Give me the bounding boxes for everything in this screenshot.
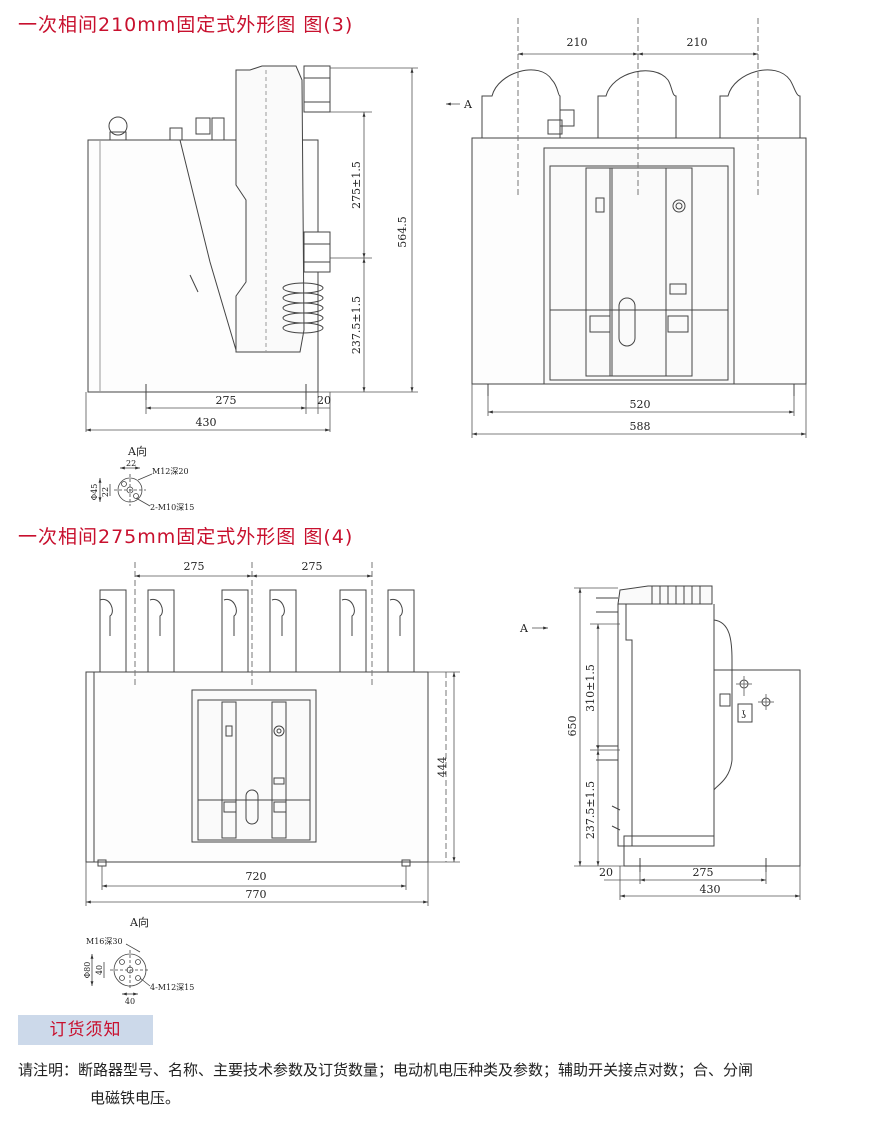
order-notice-line2: 电磁铁电压。 (90, 1089, 181, 1107)
fig3-dim-237: 237.5±1.5 (350, 296, 363, 354)
fig3-top-210-b: 210 (687, 36, 708, 49)
fig4-top-275-b: 275 (302, 560, 323, 573)
section3-title: 一次相间210mm固定式外形图 图(3) (18, 14, 354, 36)
fig4-dim-720: 720 (246, 870, 267, 883)
fig3-dim-base275: 275 (216, 394, 237, 407)
fig4-a-detail (90, 943, 151, 996)
fig4-a-40side: 40 (95, 965, 104, 975)
fig4-top-275-a: 275 (184, 560, 205, 573)
fig4-dim-237: 237.5±1.5 (584, 781, 597, 839)
fig4-dim-650: 650 (566, 716, 579, 737)
fig4-a-note2: 4-M12深15 (150, 983, 194, 992)
fig3-side-view (87, 65, 331, 400)
fig4-side-dimensions (532, 587, 801, 900)
fig4-a-40bottom: 40 (125, 997, 135, 1006)
order-notice-line1: 请注明：断路器型号、名称、主要技术参数及订货数量；电动机电压种类及参数；辅助开关… (18, 1061, 754, 1079)
fig4-dim-444: 444 (436, 757, 449, 778)
fig4-side-view (596, 585, 801, 872)
fig3-a-22side: 22 (101, 487, 110, 497)
fig3-a-dia: Φ45 (90, 484, 99, 501)
fig3-dim-564: 564.5 (396, 216, 409, 248)
fig3-front-dimensions (446, 52, 807, 438)
fig3-dim-520: 520 (630, 398, 651, 411)
fig3-top-210-a: 210 (567, 36, 588, 49)
fig3-a-note2: 2-M10深15 (150, 503, 194, 512)
section4-title: 一次相间275mm固定式外形图 图(4) (18, 526, 354, 548)
fig4-dim-430: 430 (700, 883, 721, 896)
fig3-dim-base20: 20 (317, 394, 331, 407)
fig3-dim-275: 275±1.5 (350, 161, 363, 209)
fig4-a-note1: M16深30 (86, 937, 123, 946)
fig4-dim-310: 310±1.5 (584, 664, 597, 712)
order-notice-heading: 订货须知 (18, 1015, 153, 1045)
fig4-dim-base20: 20 (599, 866, 613, 879)
fig3-a-title: A向 (127, 444, 147, 458)
fig3-side-dimensions (85, 67, 418, 432)
fig4-hook-icon: ʖ (741, 710, 746, 721)
fig3-front-view (471, 18, 807, 396)
fig3-a-22top: 22 (126, 459, 136, 468)
fig3-arrow-a: A (463, 98, 473, 111)
fig4-front-view (85, 562, 447, 867)
fig3-a-note1: M12深20 (152, 467, 189, 476)
fig3-dim-430: 430 (196, 416, 217, 429)
fig4-arrow-a: A (519, 622, 529, 635)
fig4-a-dia: Φ80 (83, 962, 92, 979)
fig4-dim-770: 770 (246, 888, 267, 901)
fig4-front-dimensions (85, 574, 460, 906)
order-notice-body: 请注明：断路器型号、名称、主要技术参数及订货数量；电动机电压种类及参数；辅助开关… (18, 1056, 870, 1112)
fig4-a-title: A向 (129, 915, 149, 929)
fig3-a-detail (98, 466, 153, 507)
fig3-dim-588: 588 (630, 420, 651, 433)
fig4-dim-base275: 275 (693, 866, 714, 879)
